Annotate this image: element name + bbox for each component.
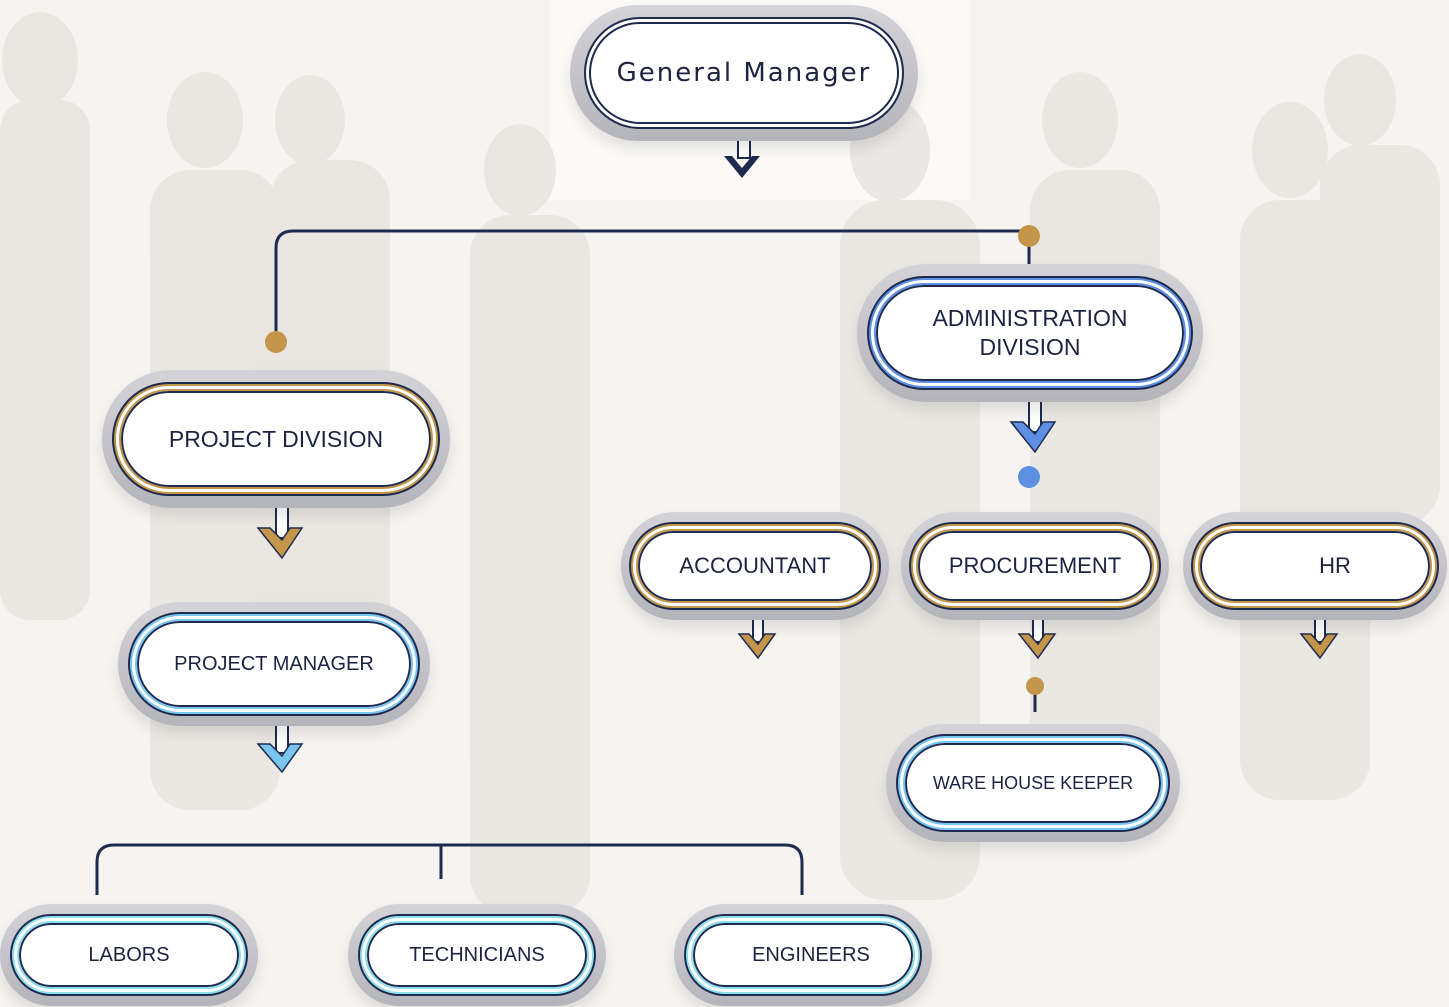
node-label: PROJECT MANAGER: [174, 652, 374, 675]
node-label: ENGINEERS: [752, 943, 870, 966]
node-hr: HR: [1183, 512, 1447, 620]
node-ware-house-keeper: WARE HOUSE KEEPER: [886, 724, 1180, 842]
connector-gm-to-divisions: [274, 229, 1031, 342]
node-label: ADMINISTRATION DIVISION: [932, 305, 1128, 360]
node-label: WARE HOUSE KEEPER: [932, 772, 1134, 793]
node-label: TECHNICIANS: [409, 943, 545, 966]
node-labors: LABORS: [0, 904, 258, 1006]
node-technicians: TECHNICIANS: [348, 904, 606, 1006]
connector-pm-to-teams: [95, 843, 804, 895]
connector-dot-admin-children: [1018, 466, 1040, 488]
node-label: PROJECT DIVISION: [168, 425, 384, 452]
node-label: LABORS: [88, 943, 170, 966]
node-label: ACCOUNTANT: [679, 553, 831, 579]
node-label: PROCUREMENT: [948, 553, 1122, 579]
arrow-hr: [1299, 601, 1339, 660]
node-general-manager: General Manager: [570, 5, 918, 141]
node-procurement: PROCUREMENT: [901, 512, 1169, 620]
connector-dot-project-division: [265, 331, 287, 353]
node-label: General Manager: [616, 57, 872, 88]
node-accountant: ACCOUNTANT: [621, 512, 889, 620]
connector-dot-administration: [1018, 225, 1040, 247]
connector-dot-warehouse: [1026, 677, 1044, 695]
node-project-division: PROJECT DIVISION: [102, 370, 450, 508]
node-administration-division: ADMINISTRATION DIVISION: [857, 264, 1203, 402]
node-label: HR: [1319, 553, 1351, 579]
node-engineers: ENGINEERS: [674, 904, 932, 1006]
node-project-manager: PROJECT MANAGER: [118, 602, 430, 726]
